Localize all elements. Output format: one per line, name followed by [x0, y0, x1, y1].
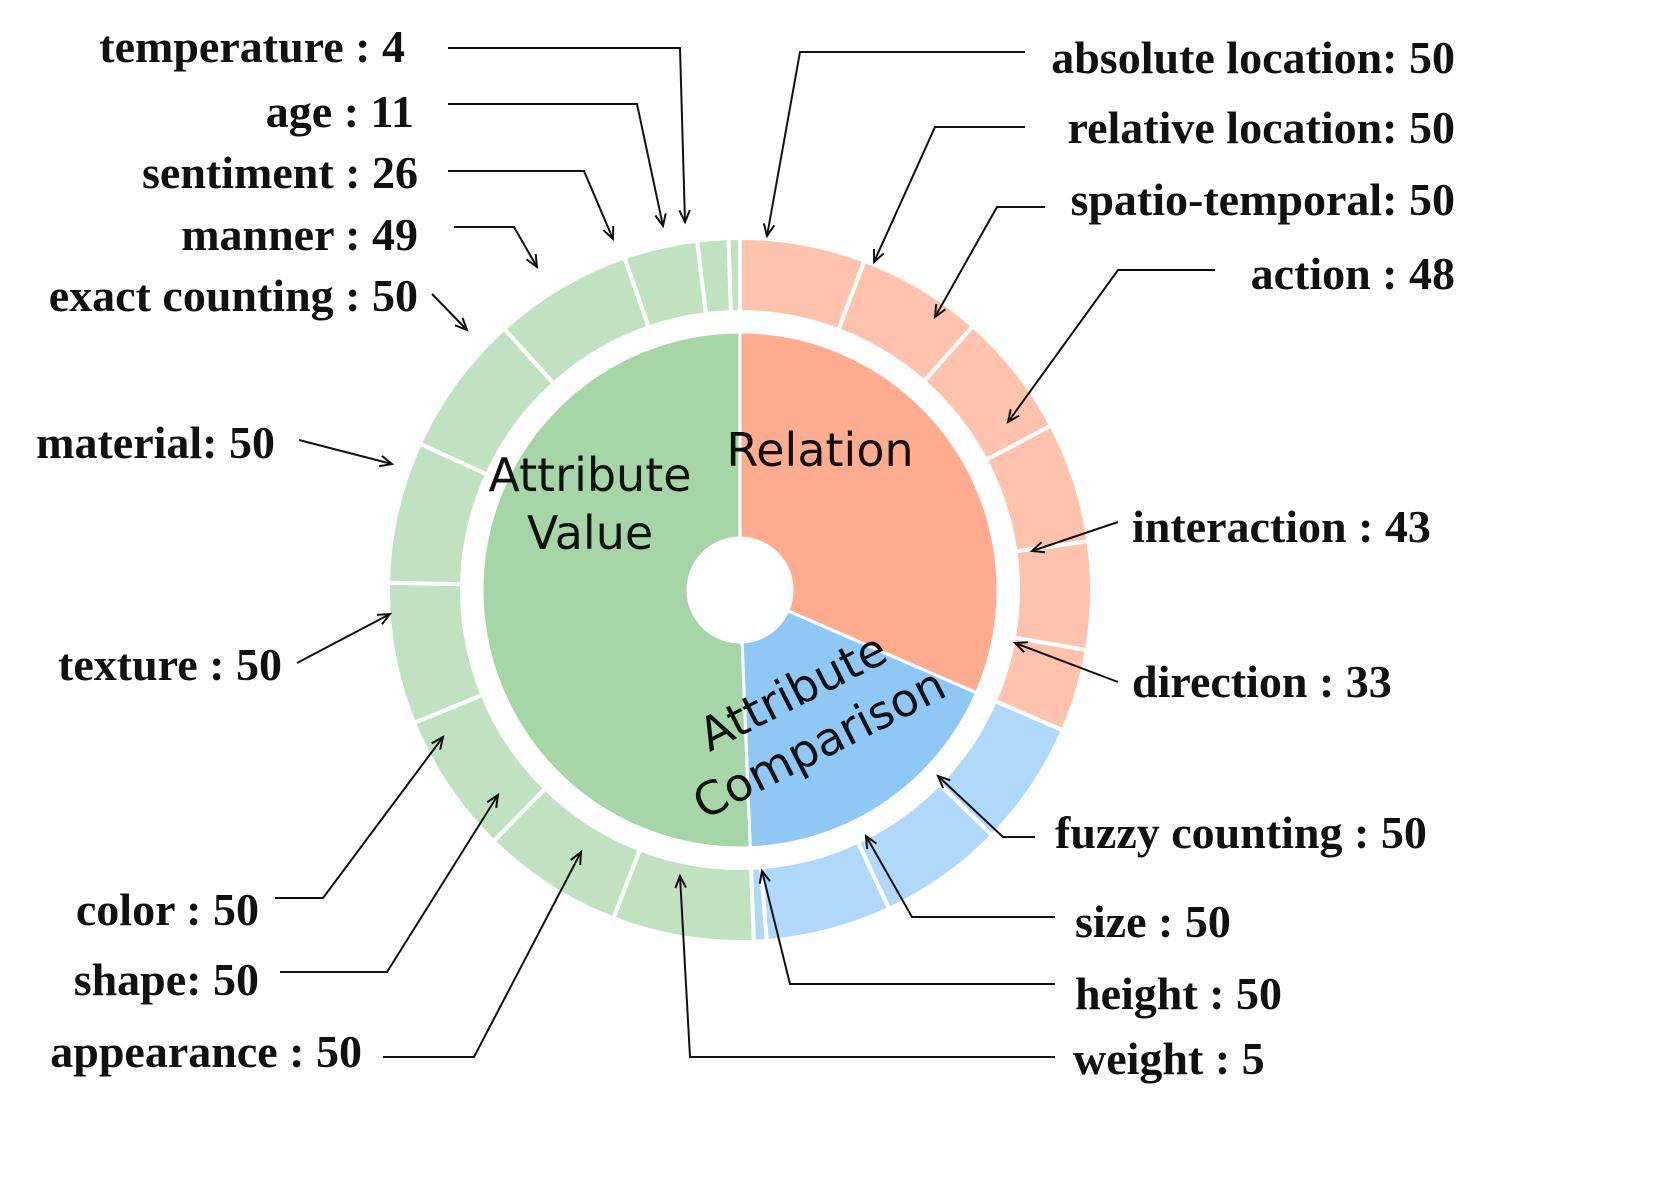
label-texture: texture : 50 — [58, 639, 282, 690]
leader-sentiment — [448, 170, 614, 240]
leader-interaction — [1031, 521, 1119, 552]
arrowhead-shape — [486, 792, 500, 809]
inner-ring — [480, 330, 1000, 850]
inner-label-relation: Relation — [726, 423, 913, 477]
leader-absolute-location — [766, 51, 1025, 237]
inner-slice-attribute-comparison — [740, 608, 979, 850]
leader-age — [448, 103, 664, 227]
leader-size — [865, 835, 1055, 918]
leader-appearance — [383, 851, 582, 1058]
inner-slice-attribute-value — [480, 330, 752, 850]
label-fuzzy-counting: fuzzy counting : 50 — [1055, 807, 1427, 858]
arrowhead-interaction — [1029, 541, 1046, 554]
label-manner: manner : 49 — [181, 209, 418, 260]
outer-slice-interaction — [1011, 538, 1094, 653]
label-material: material: 50 — [36, 417, 275, 468]
label-action: action : 48 — [1251, 248, 1455, 299]
label-appearance: appearance : 50 — [50, 1026, 362, 1077]
arrowhead-exact-counting — [454, 317, 469, 332]
leader-relative-location — [873, 126, 1025, 263]
arrowhead-relative-location — [872, 248, 885, 265]
label-exact-counting: exact counting : 50 — [49, 270, 418, 321]
leader-direction — [1014, 642, 1119, 683]
arrowhead-action — [1006, 409, 1020, 424]
label-interaction: interaction : 43 — [1132, 501, 1431, 552]
inner-slice-relation — [738, 330, 1000, 695]
leader-material — [298, 439, 393, 465]
outer-ring — [386, 235, 1094, 944]
leader-temperature — [448, 47, 686, 223]
leader-lines — [275, 47, 1215, 1058]
arrowhead-manner — [525, 253, 539, 270]
outer-slice-texture — [386, 580, 486, 726]
leader-fuzzy-counting — [937, 775, 1035, 838]
leader-texture — [296, 613, 391, 664]
label-relative-location: relative location: 50 — [1068, 102, 1456, 153]
label-age: age : 11 — [266, 86, 414, 137]
label-weight: weight : 5 — [1073, 1033, 1265, 1084]
arrowhead-material — [379, 455, 395, 468]
arrowhead-size — [864, 833, 878, 850]
outer-slice-weight — [748, 865, 769, 944]
arrowhead-direction — [1012, 641, 1029, 653]
label-shape: shape: 50 — [74, 954, 259, 1005]
leader-exact-counting — [431, 293, 468, 331]
label-height: height : 50 — [1075, 968, 1282, 1019]
leader-weight — [679, 875, 1055, 1058]
label-direction: direction : 33 — [1132, 656, 1392, 707]
arrowhead-sentiment — [602, 225, 615, 242]
arrowhead-age — [654, 213, 667, 229]
category-labels: absolute location: 50 relative location: … — [36, 21, 1455, 1084]
leader-height — [761, 870, 1055, 985]
leader-spatio-temporal — [934, 206, 1045, 318]
leader-color — [275, 736, 444, 899]
leader-shape — [280, 794, 499, 973]
arrowhead-fuzzy-counting — [936, 774, 951, 789]
leader-action — [1007, 269, 1215, 423]
arrowhead-spatio-temporal — [933, 303, 947, 320]
label-spatio-temporal: spatio-temporal: 50 — [1070, 174, 1455, 225]
leader-manner — [454, 226, 538, 268]
label-color: color : 50 — [76, 884, 259, 935]
label-size: size : 50 — [1075, 896, 1231, 947]
arrowhead-height — [758, 868, 771, 884]
label-absolute-location: absolute location: 50 — [1051, 32, 1455, 83]
label-temperature: temperature : 4 — [99, 21, 405, 72]
arrowhead-temperature — [678, 209, 691, 225]
arrowhead-absolute-location — [762, 223, 776, 239]
arrowhead-appearance — [570, 849, 583, 866]
arrowhead-texture — [376, 612, 393, 625]
label-sentiment: sentiment : 26 — [142, 147, 418, 198]
arrowhead-color — [431, 735, 445, 750]
arrowhead-weight — [674, 873, 687, 889]
